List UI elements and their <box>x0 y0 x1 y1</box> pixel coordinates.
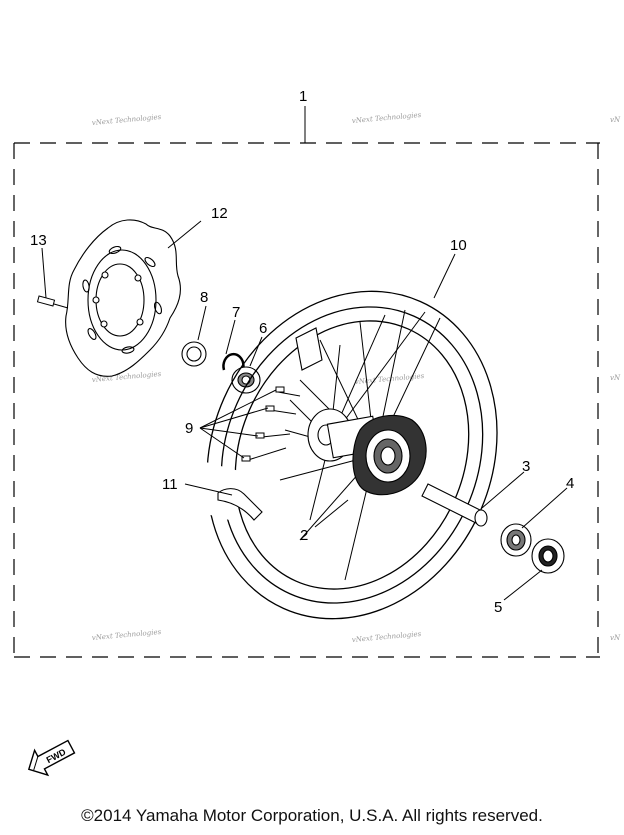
bearing-left <box>231 366 261 394</box>
callout-7: 7 <box>232 304 240 321</box>
callout-10: 10 <box>450 237 467 254</box>
callout-3: 3 <box>522 458 530 475</box>
copyright-text: ©2014 Yamaha Motor Corporation, U.S.A. A… <box>81 806 543 825</box>
oil-seal <box>181 341 207 367</box>
watermark-text: vNext Technologies <box>351 111 421 125</box>
oil-seal-right <box>531 538 565 574</box>
rim-cutaway <box>217 488 263 521</box>
callout-5: 5 <box>494 599 502 616</box>
callout-8: 8 <box>200 289 208 306</box>
rim-end <box>295 327 323 371</box>
forward-arrow-icon: FWD <box>27 739 76 777</box>
watermark-text: vNext Technologies <box>91 628 161 642</box>
callout-9: 9 <box>185 420 193 437</box>
wheel-hub <box>307 408 427 496</box>
callout-6: 6 <box>259 320 267 337</box>
collar <box>421 483 488 527</box>
callout-4: 4 <box>566 475 574 492</box>
callouts: 1 2 3 4 5 6 7 8 9 10 11 12 13 <box>30 88 574 616</box>
callout-11: 11 <box>162 476 178 493</box>
bearing-right <box>500 523 532 557</box>
callout-13: 13 <box>30 232 47 249</box>
watermark-text: vNext Technologies <box>351 630 421 644</box>
callout-12: 12 <box>211 205 228 222</box>
disc-bolt <box>36 295 69 309</box>
callout-2: 2 <box>300 527 308 544</box>
wheel-rim <box>206 290 498 620</box>
brake-disc <box>65 219 181 377</box>
callout-1: 1 <box>299 88 307 105</box>
watermark-text: vNext Technologies <box>91 113 161 127</box>
assembly-boundary <box>13 142 600 658</box>
leader-lines <box>41 106 568 601</box>
watermark-text: vN <box>610 634 621 642</box>
watermark-text: vN <box>610 374 621 382</box>
watermark-text: vN <box>610 116 621 124</box>
spoke-nipples <box>241 386 301 462</box>
